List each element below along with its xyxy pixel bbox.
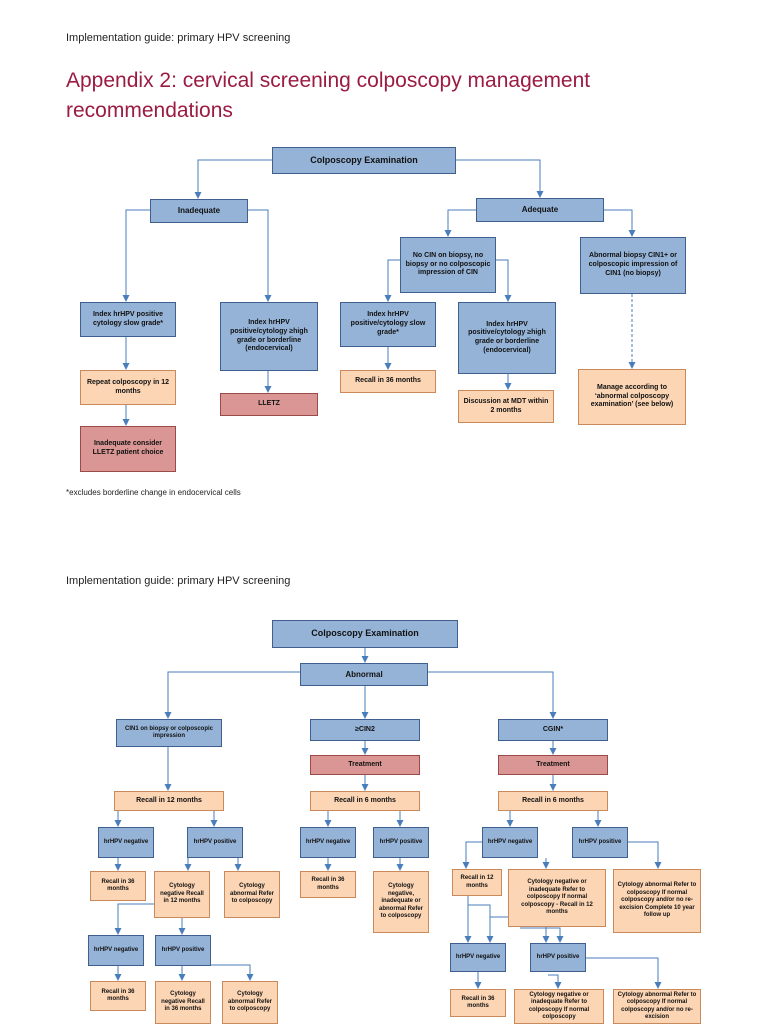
left2-hrhpv-positive-node: hrHPV positive bbox=[155, 935, 211, 966]
index-hrhpv-low-grade-node: Index hrHPV positive cytology ≤low grade… bbox=[80, 302, 176, 337]
middle-recall-36-node: Recall in 36 months bbox=[300, 871, 356, 898]
right2-hrhpv-positive-node: hrHPV positive bbox=[530, 943, 586, 972]
right2-cytology-abnormal-node: Cytology abnormal Refer to colposcopy If… bbox=[613, 989, 701, 1024]
inadequate-node: Inadequate bbox=[150, 199, 248, 223]
title-line-2: recommendations bbox=[66, 99, 233, 122]
left-recall-36-node: Recall in 36 months bbox=[90, 871, 146, 901]
right2-recall-36-node: Recall in 36 months bbox=[450, 989, 506, 1017]
colposcopy-examination-node: Colposcopy Examination bbox=[272, 147, 456, 174]
footnote: *excludes borderline change in endocervi… bbox=[66, 488, 241, 497]
recall-36-months-node: Recall in 36 months bbox=[340, 370, 436, 393]
index-hrhpv-high-grade-adequate-node: Index hrHPV positive/cytology ≥high grad… bbox=[458, 302, 556, 374]
right-cytology-abnormal-node: Cytology abnormal Refer to colposcopy If… bbox=[613, 869, 701, 933]
middle-cytology-node: Cytology negative, inadequate or abnorma… bbox=[373, 871, 429, 933]
left2-recall-36-node: Recall in 36 months bbox=[90, 981, 146, 1011]
left-cytology-negative-node: Cytology negative Recall in 12 months bbox=[154, 871, 210, 918]
index-hrhpv-high-grade-node: Index hrHPV positive/cytology ≥high grad… bbox=[220, 302, 318, 371]
right-cytology-negative-node: Cytology negative or inadequate Refer to… bbox=[508, 869, 606, 927]
title-line-1: Appendix 2: cervical screening colposcop… bbox=[66, 69, 591, 92]
index-hrhpv-low-grade-adequate-node: Index hrHPV positive/cytology ≤low grade… bbox=[340, 302, 436, 347]
recall-6-months-node-cin2: Recall in 6 months bbox=[310, 791, 420, 811]
cin1-node: CIN1 on biopsy or colposcopic impression bbox=[116, 719, 222, 747]
abnormal-biopsy-node: Abnormal biopsy CIN1+ or colposcopic imp… bbox=[580, 237, 686, 294]
treatment-node-cin2: Treatment bbox=[310, 755, 420, 775]
left-cytology-abnormal-node: Cytology abnormal Refer to colposcopy bbox=[224, 871, 280, 918]
repeat-colposcopy-node: Repeat colposcopy in 12 months bbox=[80, 370, 176, 405]
right2-hrhpv-negative-node: hrHPV negative bbox=[450, 943, 506, 972]
adequate-node: Adequate bbox=[476, 198, 604, 222]
treatment-node-cgin: Treatment bbox=[498, 755, 608, 775]
left2-hrhpv-negative-node: hrHPV negative bbox=[88, 935, 144, 966]
left-hrhpv-positive-node: hrHPV positive bbox=[187, 827, 243, 858]
cgin-node: CGIN* bbox=[498, 719, 608, 741]
recall-6-months-node-cgin: Recall in 6 months bbox=[498, 791, 608, 811]
no-cin-node: No CIN on biopsy, no biopsy or no colpos… bbox=[400, 237, 496, 293]
right2-cytology-negative-node: Cytology negative or inadequate Refer to… bbox=[514, 989, 604, 1024]
page-title: Appendix 2: cervical screening colposcop… bbox=[66, 66, 706, 126]
right-recall-12-node: Recall in 12 months bbox=[452, 869, 502, 896]
mdt-discussion-node: Discussion at MDT within 2 months bbox=[458, 390, 554, 423]
left-hrhpv-negative-node: hrHPV negative bbox=[98, 827, 154, 858]
abnormal-node: Abnormal bbox=[300, 663, 428, 686]
colposcopy-examination-node-2: Colposcopy Examination bbox=[272, 620, 458, 648]
right-hrhpv-positive-node: hrHPV positive bbox=[572, 827, 628, 858]
page-header-2: Implementation guide: primary HPV screen… bbox=[66, 575, 291, 587]
lletz-node: LLETZ bbox=[220, 393, 318, 416]
left2-cytology-negative-node: Cytology negative Recall in 36 months bbox=[155, 981, 211, 1024]
recall-12-months-node: Recall in 12 months bbox=[114, 791, 224, 811]
page-header: Implementation guide: primary HPV screen… bbox=[66, 32, 291, 44]
middle-hrhpv-negative-node: hrHPV negative bbox=[300, 827, 356, 858]
left2-cytology-abnormal-node: Cytology abnormal Refer to colposcopy bbox=[222, 981, 278, 1024]
middle-hrhpv-positive-node: hrHPV positive bbox=[373, 827, 429, 858]
inadequate-consider-lletz-node: Inadequate consider LLETZ patient choice bbox=[80, 426, 176, 472]
right-hrhpv-negative-node: hrHPV negative bbox=[482, 827, 538, 858]
cin2-node: ≥CIN2 bbox=[310, 719, 420, 741]
manage-abnormal-colposcopy-node: Manage according to ‘abnormal colposcopy… bbox=[578, 369, 686, 425]
